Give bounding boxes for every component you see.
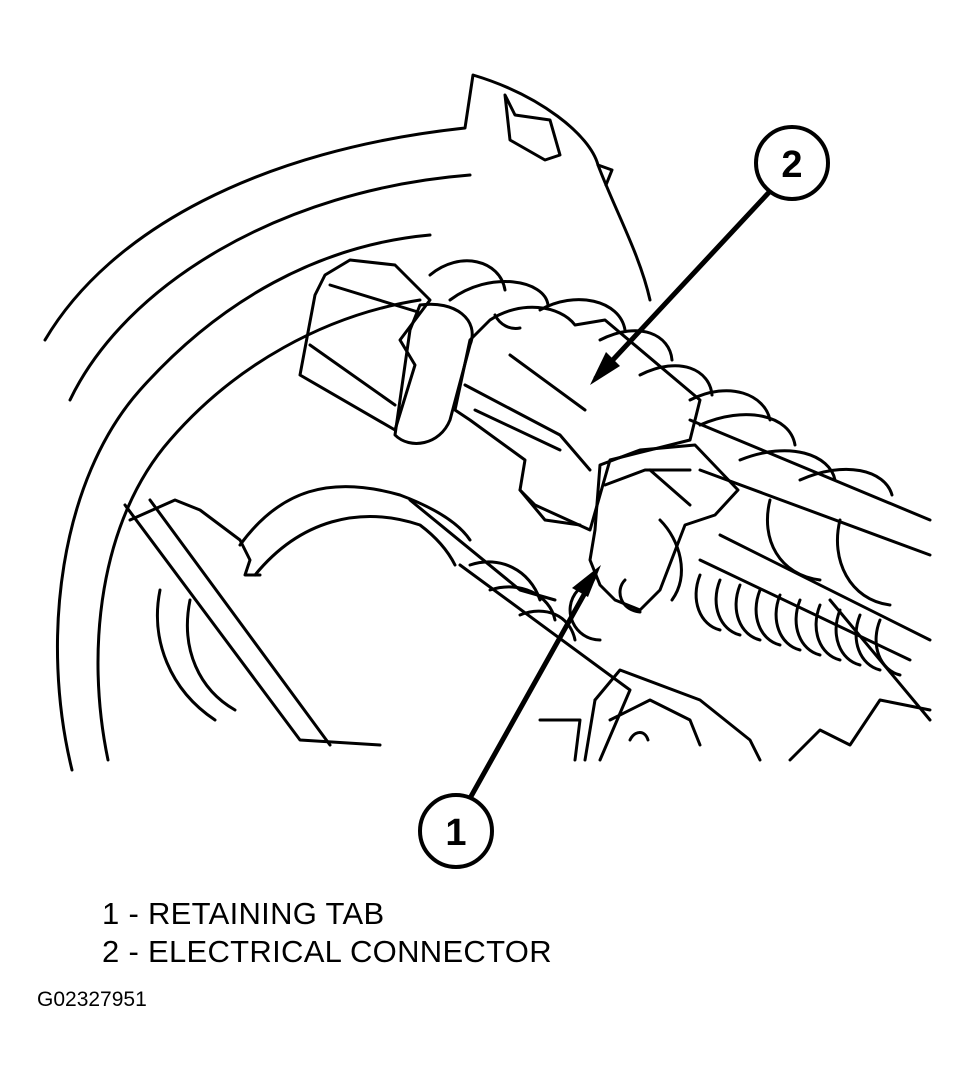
- pump-body: [123, 485, 632, 762]
- callout-1-number: 1: [445, 812, 466, 854]
- legend: 1 - RETAINING TAB 2 - ELECTRICAL CONNECT…: [102, 895, 552, 971]
- module-housing: [43, 73, 652, 772]
- arrowhead-2: [590, 352, 620, 385]
- callout-1: 1: [418, 793, 494, 869]
- legend-item-electrical-connector: 2 - ELECTRICAL CONNECTOR: [102, 934, 552, 969]
- fuel-tube: [688, 418, 932, 762]
- callout-2: 2: [754, 125, 830, 201]
- leader-line-1: [466, 572, 598, 803]
- arrowhead-1: [572, 565, 601, 597]
- legend-item-retaining-tab: 1 - RETAINING TAB: [102, 896, 385, 931]
- electrical-connector: [298, 258, 702, 532]
- coil-spring: [428, 259, 894, 642]
- figure-id: G02327951: [37, 988, 147, 1011]
- retaining-tab: [568, 443, 740, 642]
- leader-line-2: [593, 185, 776, 381]
- callout-2-number: 2: [781, 144, 802, 186]
- lower-bracket: [538, 668, 762, 762]
